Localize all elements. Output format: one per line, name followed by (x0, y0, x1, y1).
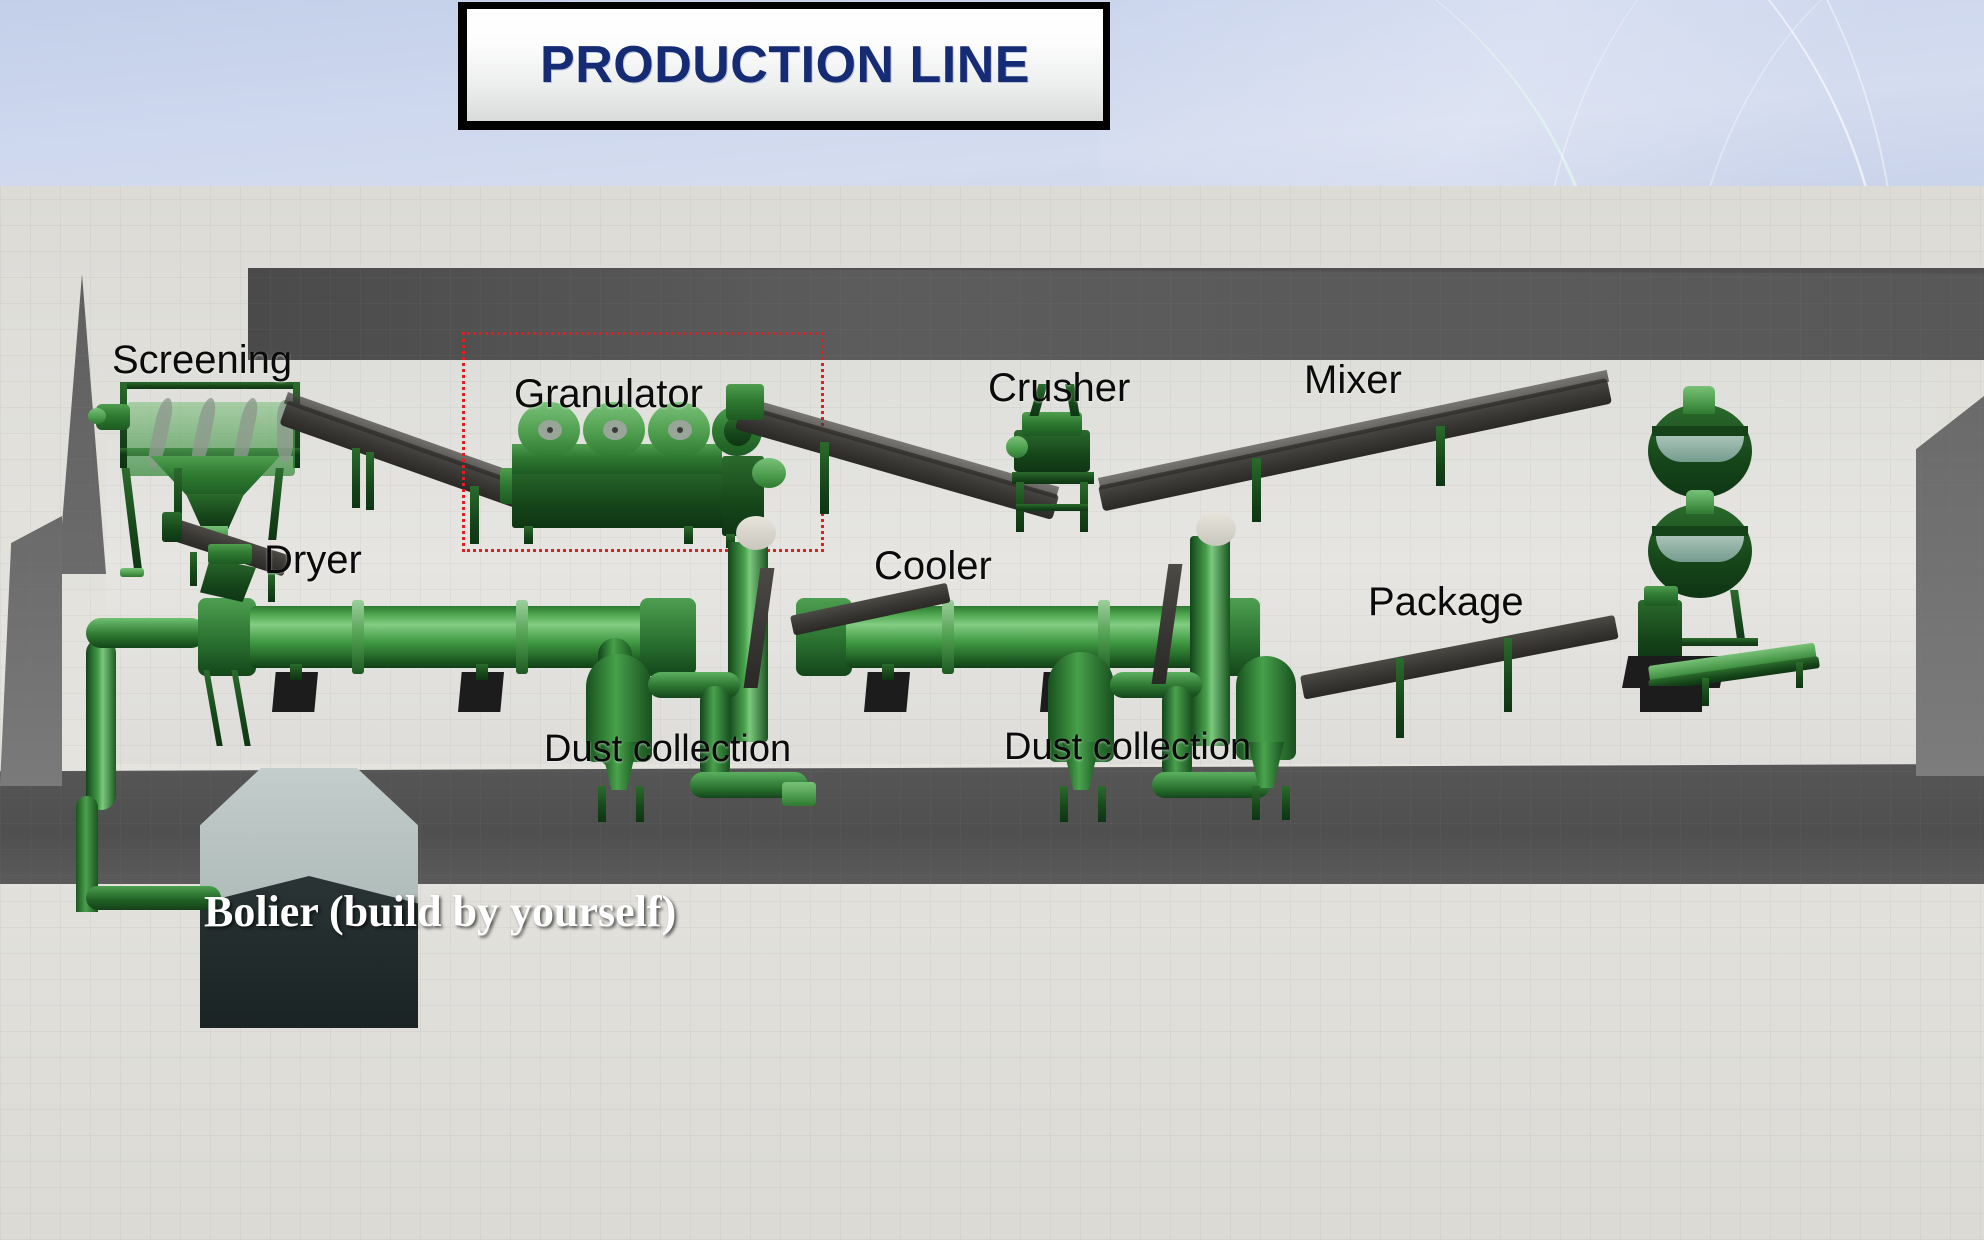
cyclone-leg-2b (1252, 786, 1260, 820)
feed-conveyor-leg (190, 552, 197, 586)
screening-leg (174, 468, 182, 532)
dryer-feed-hopper (208, 544, 252, 564)
label-granulator: Granulator (514, 372, 703, 416)
label-dust-collection-1: Dust collection (544, 728, 792, 770)
package-conveyor-leg (1796, 662, 1803, 688)
screening-frame-top (120, 382, 300, 389)
conveyor-drive-wheel (752, 458, 786, 488)
cyclone-downpipe-1 (700, 686, 730, 782)
mixer-upper-band (1652, 426, 1748, 436)
cyclone-bottom-duct-2 (1152, 772, 1270, 798)
package-conveyor-leg (1702, 678, 1709, 706)
package-bag-stack (1640, 686, 1702, 712)
dryer-tyre-ring (516, 600, 528, 674)
label-crusher: Crusher (988, 366, 1131, 410)
granulator-base (512, 466, 752, 528)
cyclone-leg-1 (598, 786, 606, 822)
crusher-flywheel (1006, 436, 1028, 458)
page-title: PRODUCTION LINE (540, 36, 1030, 94)
title-box: PRODUCTION LINE (458, 2, 1110, 130)
banner-gloss (1100, 0, 1984, 186)
boiler-pipe-horizontal (86, 886, 221, 910)
production-line-diagram: Screening Granulator Crusher Mixer Dryer… (0, 186, 1984, 1240)
conveyor-leg (1252, 458, 1261, 522)
cooler-tyre-ring (942, 600, 954, 674)
dust-collector-riser-2 (1190, 536, 1230, 746)
label-mixer: Mixer (1304, 358, 1402, 402)
mixer-upper-motor (1683, 386, 1715, 414)
dust-collector-cap-2 (1196, 512, 1236, 546)
dust-collector-cap-1 (736, 516, 776, 550)
screening-drive-pulley (88, 408, 106, 424)
cooler-tyre-ring (1098, 600, 1110, 674)
granulator-roller-center (547, 427, 553, 433)
label-cooler: Cooler (874, 544, 992, 588)
conveyor-leg (820, 442, 829, 514)
screening-foot (120, 568, 144, 577)
cyclone-downpipe-2 (1162, 686, 1192, 782)
conveyor-leg (470, 486, 479, 544)
conveyor-leg (352, 448, 360, 508)
slide-header-banner: PRODUCTION LINE (0, 0, 1984, 186)
cyclone-leg-2 (1060, 786, 1068, 822)
feed-conveyor-head (162, 512, 182, 542)
mixer-upper-window (1656, 436, 1744, 462)
mixer-lower-motor (1686, 490, 1714, 514)
mixer-lower-window (1656, 536, 1744, 562)
cyclone-leg-2b (1282, 786, 1290, 820)
package-feed-neck (1644, 586, 1678, 606)
label-dryer: Dryer (264, 538, 362, 582)
right-wall-wedge (1916, 396, 1984, 776)
label-screening: Screening (112, 338, 293, 382)
back-wall-perspective (248, 268, 1984, 360)
dryer-shell (250, 606, 650, 668)
dryer-inlet-pipe-vertical (86, 638, 116, 810)
dryer-inlet-pipe-horizontal (86, 618, 206, 648)
package-hopper (1638, 600, 1682, 662)
floor-tile-texture (0, 186, 1984, 1240)
conveyor-leg (366, 452, 374, 510)
crusher-cross-brace (1016, 504, 1088, 511)
conveyor-tail-pulley (726, 384, 764, 420)
cyclone-leg-1 (636, 786, 644, 822)
dryer-drive-housing (198, 598, 256, 676)
granulator-roller-center (612, 427, 618, 433)
label-dust-collection-2: Dust collection (1004, 726, 1252, 768)
dryer-roller (290, 664, 302, 680)
cyclone-fan-1 (782, 782, 816, 806)
granulator-leg (684, 526, 693, 544)
mixer-base-frame (1646, 638, 1758, 646)
boiler-pipe-vertical (76, 796, 98, 912)
granulator-roller-center (677, 427, 683, 433)
boiler-base (200, 876, 418, 1028)
label-package: Package (1368, 580, 1524, 624)
dryer-outlet-housing (640, 598, 696, 676)
cooler-roller (882, 664, 894, 680)
left-wall-wedge (0, 516, 62, 786)
label-boiler: Bolier (build by yourself) (204, 887, 677, 936)
conveyor-leg (1436, 426, 1445, 486)
granulator-leg (726, 534, 735, 548)
mixer-lower-band (1652, 526, 1748, 536)
crusher-hopper (1022, 412, 1082, 436)
granulator-leg (524, 526, 533, 544)
crusher-base-plate (1012, 472, 1094, 484)
dryer-roller (476, 664, 488, 680)
package-conveyor-leg (1396, 658, 1404, 738)
title-box-inner: PRODUCTION LINE (467, 9, 1103, 121)
package-conveyor-leg (1504, 638, 1512, 712)
dryer-tyre-ring (352, 600, 364, 674)
floor-mid-strip (106, 360, 1936, 764)
feed-conveyor-leg (268, 572, 275, 602)
cyclone-leg-2 (1098, 786, 1106, 822)
